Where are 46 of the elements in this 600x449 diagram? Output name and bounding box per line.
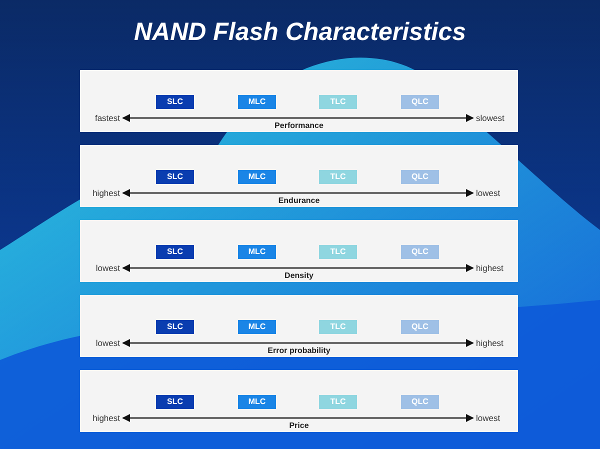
title: NAND Flash Characteristics — [132, 18, 468, 47]
double-arrow — [122, 414, 474, 422]
axis-label: Performance — [274, 121, 324, 130]
double-arrow — [122, 339, 474, 347]
cell-type-box: QLC — [401, 170, 439, 184]
cell-type-box: MLC — [238, 320, 276, 334]
scale-end-label: highest — [476, 338, 504, 348]
cell-type-box: SLC — [156, 95, 194, 109]
cell-type-box: QLC — [401, 245, 439, 259]
cell-type-box: SLC — [156, 245, 194, 259]
axis-label: Endurance — [278, 196, 320, 205]
cell-type-box: MLC — [238, 95, 276, 109]
double-arrow — [122, 114, 474, 122]
double-arrow — [122, 264, 474, 272]
cell-type-box: SLC — [156, 320, 194, 334]
cell-type-box: MLC — [238, 245, 276, 259]
cell-type-box: QLC — [401, 395, 439, 409]
comparison-panel — [80, 70, 518, 132]
scale-end-label: lowest — [476, 413, 500, 423]
axis-label: Density — [284, 271, 314, 280]
cell-type-box: SLC — [156, 170, 194, 184]
comparison-panel — [80, 220, 518, 282]
cell-type-box: MLC — [238, 170, 276, 184]
axis-label: Price — [289, 421, 309, 430]
scale-end-label: slowest — [476, 113, 504, 123]
cell-type-box: TLC — [319, 320, 357, 334]
scale-end-label: lowest — [96, 338, 120, 348]
scale-end-label: highest — [92, 413, 120, 423]
cell-type-box: TLC — [319, 95, 357, 109]
cell-type-box: SLC — [156, 395, 194, 409]
scale-end-label: lowest — [476, 188, 500, 198]
comparison-panel — [80, 145, 518, 207]
scale-end-label: fastest — [94, 113, 120, 123]
double-arrow — [122, 189, 474, 197]
cell-type-box: TLC — [319, 245, 357, 259]
comparison-panel — [80, 295, 518, 357]
scale-end-label: highest — [92, 188, 120, 198]
scale-end-label: highest — [476, 263, 504, 273]
cell-type-box: QLC — [401, 95, 439, 109]
cell-type-box: MLC — [238, 395, 276, 409]
comparison-panel — [80, 370, 518, 432]
cell-type-box: TLC — [319, 395, 357, 409]
cell-type-box: QLC — [401, 320, 439, 334]
axis-label: Error probability — [268, 346, 330, 355]
scale-end-label: lowest — [96, 263, 120, 273]
cell-type-box: TLC — [319, 170, 357, 184]
